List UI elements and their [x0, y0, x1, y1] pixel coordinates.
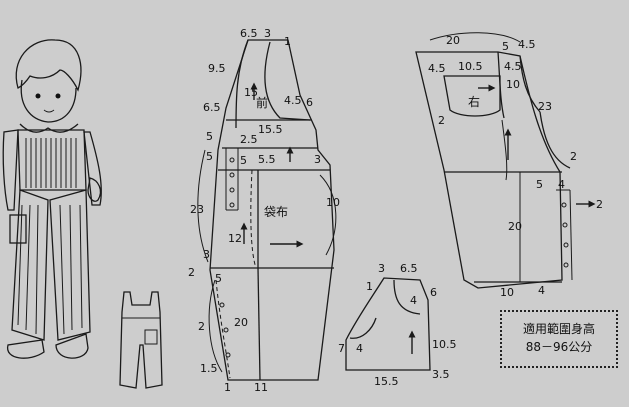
dim-label: 4	[538, 284, 545, 297]
dim-label: 6.5	[400, 262, 418, 275]
dim-label: 1	[284, 35, 291, 48]
dim-label: 5	[502, 40, 509, 53]
dim-label: 9.5	[208, 62, 226, 75]
dim-label: 4.5	[284, 94, 302, 107]
dim-label: 6	[430, 286, 437, 299]
dim-label: 1	[224, 381, 231, 394]
dim-label: 10.5	[458, 60, 483, 73]
dim-label: 12	[228, 232, 242, 245]
size-range-value: 88－96公分	[525, 340, 593, 354]
dim-label: 23	[190, 203, 204, 216]
back-pattern-piece	[415, 32, 596, 289]
dim-label: 5.5	[258, 153, 276, 166]
child-illustration	[2, 39, 102, 359]
dim-label: 4.5	[504, 60, 522, 73]
back-title: 右	[468, 94, 480, 109]
pocket-label: 袋布	[264, 205, 288, 219]
dim-label: 10	[500, 286, 514, 299]
dim-label: 15.5	[374, 375, 399, 388]
dim-label: 5	[215, 272, 222, 285]
dim-label: 2	[438, 114, 445, 127]
dim-label: 10.5	[432, 338, 457, 351]
dim-label: 2.5	[240, 133, 258, 146]
dim-label: 5	[536, 178, 543, 191]
dim-label: 2	[188, 266, 195, 279]
dim-label: 23	[538, 100, 552, 113]
dim-label: 3.5	[432, 368, 450, 381]
dim-label: 11	[254, 381, 268, 394]
bib-pattern-piece	[345, 277, 431, 371]
dim-label: 5	[206, 150, 213, 163]
dim-label: 3	[203, 248, 210, 261]
dim-label: 3	[314, 153, 321, 166]
front-pattern-piece	[197, 39, 337, 381]
dim-label: 10	[326, 196, 340, 209]
dim-label: 4.5	[518, 38, 536, 51]
dim-label: 1.5	[200, 362, 218, 375]
dim-label: 1	[366, 280, 373, 293]
dim-label: 20	[508, 220, 522, 233]
dim-label: 15	[244, 86, 258, 99]
dim-label: 6.5	[203, 101, 221, 114]
dim-label: 7	[338, 342, 345, 355]
dim-label: 10	[506, 78, 520, 91]
dim-label: 3	[264, 27, 271, 40]
dim-label: 6	[306, 96, 313, 109]
dim-label: 5	[240, 154, 247, 167]
dim-label: 4	[356, 342, 363, 355]
dim-label: 4	[410, 294, 417, 307]
dim-label: 4	[558, 178, 565, 191]
dim-label: 4.5	[428, 62, 446, 75]
dim-label: 20	[234, 316, 248, 329]
overall-sketch	[119, 291, 163, 389]
dim-label: 2	[198, 320, 205, 333]
size-range-box: 適用範圍身高 88－96公分	[500, 310, 618, 368]
dim-label: 6.5	[240, 27, 258, 40]
dim-label: 20	[446, 34, 460, 47]
size-range-title: 適用範圍身高	[522, 322, 595, 336]
dim-label: 3	[378, 262, 385, 275]
dim-label: 2	[596, 198, 603, 211]
dim-label: 15.5	[258, 123, 283, 136]
dim-label: 2	[570, 150, 577, 163]
dim-label: 5	[206, 130, 213, 143]
front-title: 前	[256, 95, 268, 110]
